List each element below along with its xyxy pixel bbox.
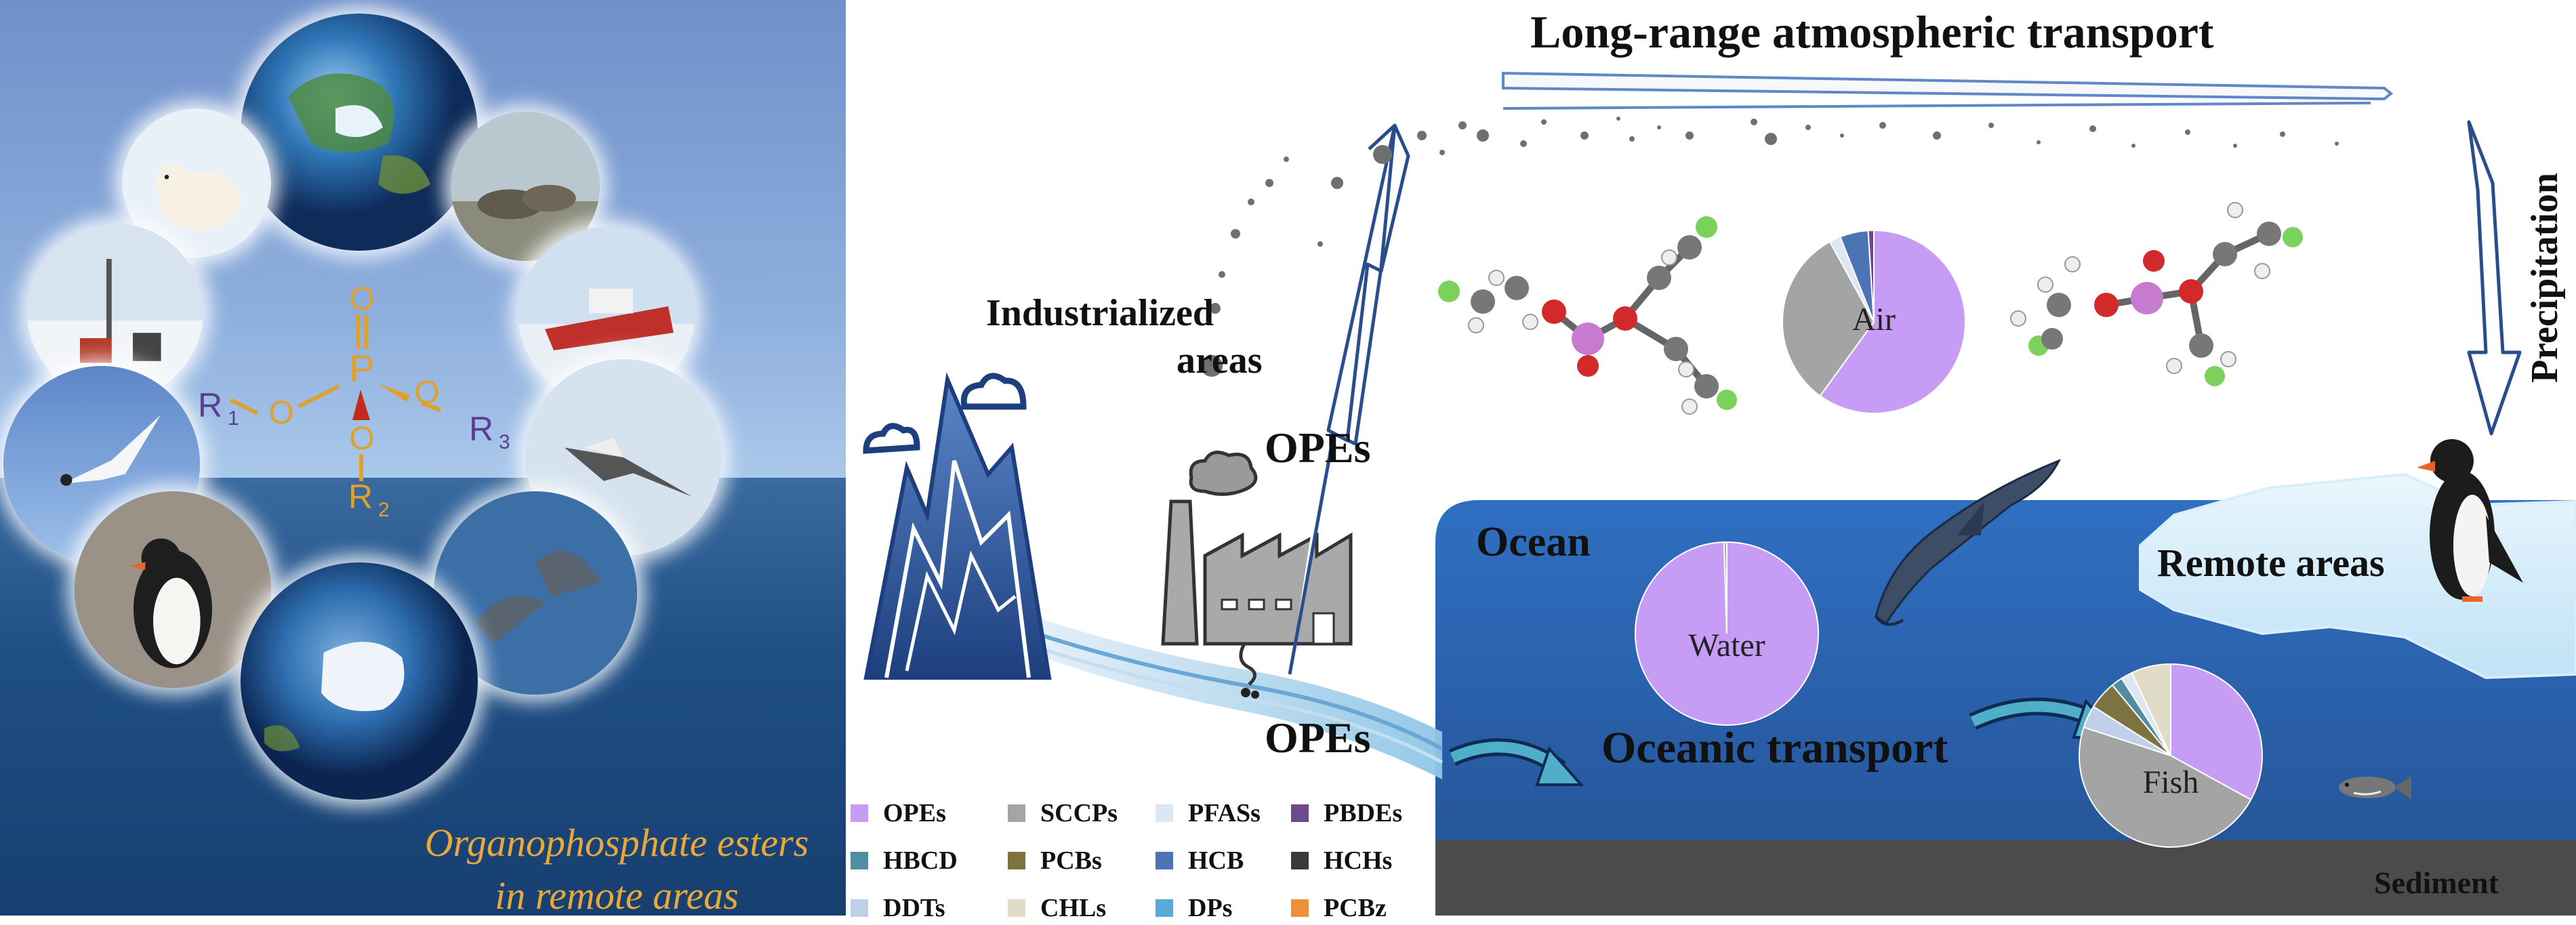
- legend-label: PCBs: [1040, 846, 1102, 875]
- legend-swatch: [851, 899, 868, 917]
- pie-water-label: Water: [1688, 628, 1765, 663]
- r3-subscript: 3: [499, 431, 510, 453]
- long-range-transport-label: Long-range atmospheric transport: [1530, 6, 2214, 58]
- legend-swatch: [1291, 899, 1309, 917]
- legend-item: CHLs: [1008, 891, 1106, 925]
- r2-label: R: [348, 478, 373, 516]
- legend-item: DPs: [1156, 891, 1232, 925]
- molecule-right: [2010, 202, 2303, 386]
- legend-label: PBDEs: [1324, 799, 1403, 827]
- caption-line-1: Organophosphate esters: [424, 821, 809, 865]
- legend-swatch: [1291, 852, 1309, 869]
- atom-o-left: O: [268, 395, 293, 431]
- caption: Organophosphate esters in remote areas: [380, 817, 846, 916]
- cloud-icon: [863, 373, 1027, 454]
- legend-item: HCB: [1156, 844, 1244, 878]
- legend-swatch: [1156, 899, 1173, 917]
- sediment-label: Sediment: [2374, 865, 2499, 900]
- legend-item: PFASs: [1156, 796, 1261, 830]
- atom-p: P: [349, 347, 374, 390]
- pie-air: [1782, 229, 1966, 414]
- legend-swatch: [1156, 852, 1173, 869]
- legend-swatch: [851, 852, 868, 869]
- legend-swatch: [851, 804, 868, 822]
- legend-swatch: [1008, 899, 1025, 917]
- legend-label: PFASs: [1188, 799, 1261, 827]
- atom-o-right: O: [414, 375, 439, 411]
- legend-swatch: [1156, 804, 1173, 822]
- sediment-layer: [1435, 840, 2576, 916]
- legend-label: SCCPs: [1040, 799, 1118, 827]
- ocean-label: Ocean: [1476, 519, 1591, 565]
- legend-item: HBCD: [851, 844, 958, 878]
- dolphin-icon: [1875, 459, 2062, 626]
- molecule-left: [1438, 216, 1737, 415]
- ope-structure: O P O O O R 1 R 3 R 2: [198, 281, 510, 521]
- atom-o-bottom: O: [349, 421, 374, 457]
- fish-icon: [2339, 776, 2411, 800]
- legend-label: DDTs: [883, 894, 945, 922]
- pie-water: [1635, 541, 1820, 726]
- legend-label: HCB: [1188, 846, 1244, 875]
- pie-slice-opes: [2170, 663, 2263, 801]
- pie-slice-chls: [2131, 663, 2171, 756]
- ocean-current-arrow-left: [1448, 738, 1585, 786]
- opes-label-top: OPEs: [1265, 424, 1370, 472]
- legend-item: PBDEs: [1291, 796, 1402, 830]
- pie-fish: [2079, 663, 2263, 848]
- left-panel: O P O O O R 1 R 3 R 2 Organophosphate es…: [0, 0, 846, 916]
- legend-label: PCBz: [1324, 894, 1387, 922]
- r1-subscript: 1: [228, 407, 239, 430]
- atom-o-top: O: [349, 281, 374, 317]
- factory-icon: [1161, 451, 1353, 699]
- pie-slice-sccps: [2079, 726, 2252, 848]
- legend-item: PCBs: [1008, 844, 1102, 878]
- penguin-image: [75, 491, 271, 688]
- legend-item: PCBz: [1291, 891, 1387, 925]
- particles: [1201, 117, 2339, 377]
- legend-label: HCHs: [1324, 846, 1393, 875]
- pie-air-label: Air: [1852, 302, 1896, 337]
- caption-line-2: in remote areas: [495, 873, 739, 916]
- upward-transport-arrow: [1288, 123, 1410, 675]
- pie-slice-sccps: [1723, 541, 1727, 634]
- legend-swatch: [1008, 804, 1025, 822]
- pie-slice-pbdes: [1867, 229, 1875, 323]
- precipitation-arrow: [2467, 120, 2522, 436]
- penguin-icon: [2417, 439, 2523, 602]
- remote-areas-label: Remote areas: [2157, 541, 2385, 585]
- legend-label: CHLs: [1040, 894, 1107, 922]
- pie-fish-label: Fish: [2143, 764, 2199, 800]
- legend-item: HCHs: [1291, 844, 1392, 878]
- pie-slice-sccps: [1782, 241, 1875, 397]
- industrialized-label-line-2: areas: [1177, 340, 1263, 382]
- legend-label: HBCD: [883, 846, 958, 875]
- pie-slice-opes: [1819, 229, 1966, 414]
- legend-label: DPs: [1188, 894, 1233, 922]
- long-range-arrow: [1502, 71, 2394, 110]
- legend-item: SCCPs: [1008, 796, 1118, 830]
- legend-item: OPEs: [851, 796, 946, 830]
- antarctic-globe-image: [241, 562, 478, 800]
- legend-swatch: [1008, 852, 1025, 869]
- legend-label: OPEs: [883, 799, 946, 827]
- legend-swatch: [1291, 804, 1309, 822]
- precipitation-label: Precipitation: [2524, 173, 2566, 383]
- r2-subscript: 2: [378, 499, 390, 521]
- arctic-globe-image: [241, 14, 478, 251]
- legend-item: DDTs: [851, 891, 945, 925]
- mountains-icon: [863, 372, 1052, 680]
- industrialized-label-line-1: Industrialized: [986, 292, 1214, 334]
- r1-label: R: [198, 386, 222, 424]
- r3-label: R: [469, 410, 493, 448]
- opes-label-bottom: OPEs: [1265, 714, 1370, 762]
- transport-diagram: Air Water Fish Long-range atmospheric tr…: [863, 6, 2576, 916]
- oceanic-transport-label: Oceanic transport: [1601, 723, 1948, 773]
